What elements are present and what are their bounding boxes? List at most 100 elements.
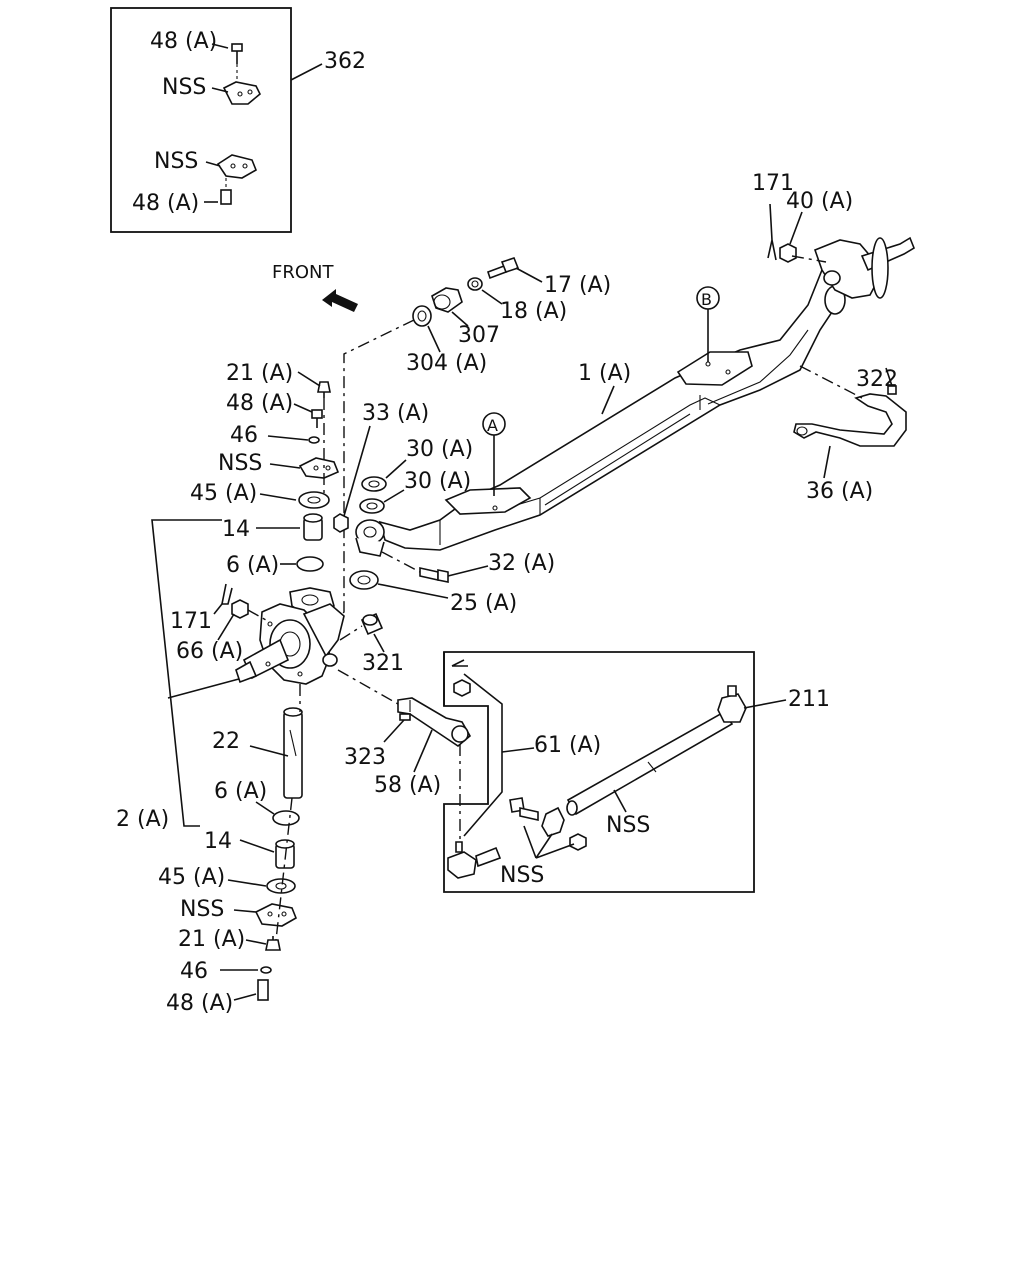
seal-304a	[412, 305, 432, 327]
tie-rod-end-211	[717, 685, 747, 723]
label-46-bottom: 46	[180, 959, 208, 984]
seal-6a-bottom	[272, 810, 300, 826]
label-30a-2: 30 (A)	[404, 469, 471, 494]
stopper-321	[360, 612, 384, 636]
label-nss-rod: NSS	[606, 813, 650, 838]
label-nss-bolts: NSS	[500, 863, 544, 888]
shim-30a-1	[361, 476, 387, 492]
left-knuckle	[235, 587, 345, 685]
label-b: B	[701, 290, 712, 309]
label-nss-left: NSS	[218, 451, 262, 476]
label-nss-inset-1: NSS	[162, 75, 206, 100]
label-66a: 66 (A)	[176, 639, 243, 664]
label-48a-inset-top: 48 (A)	[150, 29, 217, 54]
marker-b: B	[696, 286, 720, 362]
label-211: 211	[788, 687, 830, 712]
bolt-48a-bottom	[257, 979, 269, 1001]
right-knuckle	[813, 236, 915, 299]
label-58a: 58 (A)	[374, 773, 441, 798]
tie-rod-arm-58a	[397, 697, 472, 747]
label-22: 22	[212, 729, 240, 754]
label-362: 362	[324, 49, 366, 74]
label-17a: 17 (A)	[544, 273, 611, 298]
label-304a: 304 (A)	[406, 351, 487, 376]
inset-362: 362 48 (A) NSS NSS 48 (A)	[110, 7, 366, 233]
label-14-top: 14	[222, 517, 250, 542]
washer-18a	[467, 277, 483, 291]
label-48a-inset-bottom: 48 (A)	[132, 191, 199, 216]
steering-arm-36a	[793, 393, 907, 447]
nut-40a	[779, 243, 797, 263]
front-indicator: FRONT	[272, 262, 358, 312]
label-48a-bottom: 48 (A)	[166, 991, 233, 1016]
bushing-14-top	[303, 513, 323, 541]
bushing-307	[431, 287, 463, 313]
tie-rod-tube-nss	[566, 710, 734, 816]
label-21a-left: 21 (A)	[226, 361, 293, 386]
clamp-bolt-nss	[509, 797, 539, 821]
clamp-nut-nss	[569, 833, 587, 851]
label-171-right: 171	[752, 171, 794, 196]
label-321: 321	[362, 651, 404, 676]
marker-a: A	[482, 412, 506, 496]
label-61a: 61 (A)	[534, 733, 601, 758]
nut-66a	[231, 599, 249, 619]
tie-rod-end-left	[447, 841, 502, 879]
label-307: 307	[458, 323, 500, 348]
cotter-pin-61a-group	[451, 659, 471, 697]
label-32a: 32 (A)	[488, 551, 555, 576]
label-48a-left: 48 (A)	[226, 391, 293, 416]
plate-nss-lower-inset	[216, 154, 258, 179]
label-nss-bottom: NSS	[180, 897, 224, 922]
label-45a-left: 45 (A)	[190, 481, 257, 506]
label-6a-top: 6 (A)	[226, 553, 279, 578]
label-25a: 25 (A)	[450, 591, 517, 616]
shim-45a-bottom	[266, 878, 296, 894]
label-33a: 33 (A)	[362, 401, 429, 426]
key-323	[399, 713, 411, 721]
label-171-left: 171	[170, 609, 212, 634]
label-14-bottom: 14	[204, 829, 232, 854]
cap-nss-left	[298, 457, 340, 479]
cotter-pin-171-right	[767, 203, 777, 261]
label-40a: 40 (A)	[786, 189, 853, 214]
label-21a-bottom: 21 (A)	[178, 927, 245, 952]
front-arrow-icon	[322, 289, 358, 312]
bolt-17a	[486, 257, 520, 280]
clamp-nss	[541, 806, 565, 837]
front-label: FRONT	[272, 262, 334, 283]
grease-fitting-21a-left	[317, 381, 331, 398]
label-323: 323	[344, 745, 386, 770]
tie-rod-inset: 61 (A) 211 NSS	[443, 651, 830, 893]
axle-beam-1a	[355, 252, 855, 557]
washer-25a	[349, 570, 379, 590]
label-36a: 36 (A)	[806, 479, 873, 504]
cotter-pin-171-left	[221, 583, 233, 605]
grease-fitting-21a-bottom	[265, 936, 281, 951]
label-46-left: 46	[230, 423, 258, 448]
shim-30a-2	[359, 498, 385, 514]
label-nss-inset-2: NSS	[154, 149, 198, 174]
label-322: 322	[856, 367, 898, 392]
label-30a-1: 30 (A)	[406, 437, 473, 462]
seal-6a-top	[296, 556, 324, 572]
bolt-48a-left	[311, 409, 323, 428]
bolt-48a-lower-inset	[220, 178, 232, 205]
label-1a: 1 (A)	[578, 361, 631, 386]
king-pin-22	[283, 707, 303, 799]
washer-46-left	[308, 436, 320, 444]
bolt-48a-upper-inset	[231, 43, 243, 82]
plate-nss-upper-inset	[222, 81, 261, 105]
bolt-32a	[419, 567, 449, 583]
nut-33a	[333, 513, 349, 533]
cap-nss-bottom	[254, 903, 298, 927]
label-18a: 18 (A)	[500, 299, 567, 324]
label-2a: 2 (A)	[116, 807, 169, 832]
knuckle-assembly-bracket	[151, 519, 251, 827]
washer-46-bottom	[260, 966, 272, 974]
label-a: A	[487, 416, 498, 435]
shim-45a-left	[298, 491, 330, 509]
label-45a-bottom: 45 (A)	[158, 865, 225, 890]
label-6a-bottom: 6 (A)	[214, 779, 267, 804]
